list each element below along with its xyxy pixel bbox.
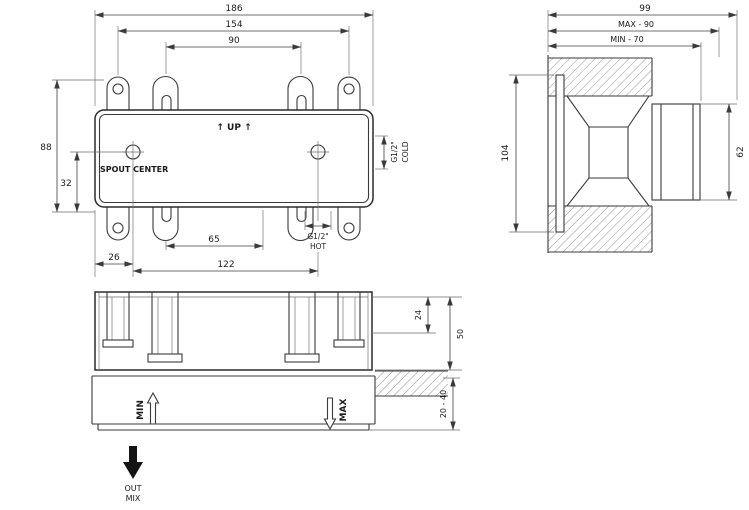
dim-88: 88 <box>40 143 52 153</box>
finished-wall-hatch <box>375 371 448 396</box>
mounting-tab <box>287 75 314 111</box>
dim-20-40: 20 - 40 <box>439 390 448 418</box>
dim-32: 32 <box>60 179 71 189</box>
mix-label: MIX <box>126 494 141 503</box>
cartridge-protrusion <box>651 103 701 201</box>
mounting-tabs-top <box>106 75 361 111</box>
mounting-tab <box>152 75 179 111</box>
dim-26: 26 <box>108 253 120 263</box>
recessed-body-cones <box>566 95 650 207</box>
out-label: OUT <box>124 484 141 493</box>
min-up-arrow-icon <box>146 391 160 425</box>
valve-back-plate <box>555 74 565 233</box>
cold-inlet-callout: G1/2" COLD <box>375 135 410 170</box>
dim-186: 186 <box>225 4 242 14</box>
spout-center-crosshair <box>122 141 144 163</box>
mounting-slot <box>161 206 172 223</box>
up-orientation-label: ↑ UP ↑ <box>216 123 251 133</box>
hot-thread-label: G1/2" <box>307 232 328 241</box>
mounting-tab <box>152 206 179 242</box>
spout-center-label: SPOUT CENTER <box>100 165 168 174</box>
max-label: MAX <box>339 399 349 422</box>
dim-90: 90 <box>228 36 240 46</box>
mounting-hole <box>112 222 124 234</box>
min-max-indicators: MIN MAX <box>136 391 349 431</box>
front-dimensions: 186 154 90 88 32 65 <box>40 4 374 277</box>
valve-body-outline <box>94 109 374 208</box>
bottom-view: 24 50 20 - 40 MIN MAX OUT MIX <box>91 291 465 503</box>
wall-hatch-bottom <box>548 206 652 252</box>
dim-62: 62 <box>736 146 746 157</box>
mounting-hole <box>343 222 355 234</box>
cold-inlet-crosshair <box>307 141 329 163</box>
dim-154: 154 <box>225 20 242 30</box>
dim-99: 99 <box>639 4 651 14</box>
front-view: ↑ UP ↑ SPOUT CENTER G1/2" COLD G1/2" HOT… <box>40 4 410 277</box>
cold-thread-label: G1/2" <box>390 141 399 162</box>
side-section-view: 99 MAX - 90 MIN - 70 104 62 <box>501 4 746 253</box>
out-mix-indicator: OUT MIX <box>123 446 143 503</box>
wall-hatch-top <box>548 58 652 96</box>
dim-max-90: MAX - 90 <box>618 20 654 29</box>
valve-body-inner-outline <box>98 113 370 204</box>
dim-65: 65 <box>208 235 219 245</box>
dim-50: 50 <box>456 329 465 339</box>
dim-min-70: MIN - 70 <box>610 35 643 44</box>
body-top-outline <box>94 291 373 371</box>
dim-104: 104 <box>501 144 511 161</box>
mounting-slot <box>296 94 307 111</box>
hot-inlet-callout: G1/2" HOT <box>304 211 332 251</box>
out-mix-arrow-icon <box>123 446 143 479</box>
hot-label: HOT <box>310 242 327 251</box>
mounting-slot <box>161 94 172 111</box>
mounting-hole <box>343 83 355 95</box>
dim-24: 24 <box>414 310 423 320</box>
cold-label: COLD <box>401 141 410 162</box>
bottom-dimensions: 24 50 20 - 40 <box>369 296 465 431</box>
fixing-brackets <box>102 292 365 363</box>
mounting-tabs-bottom <box>106 206 361 242</box>
mounting-hole <box>112 83 124 95</box>
mounting-tab <box>287 206 314 242</box>
dim-122: 122 <box>217 260 234 270</box>
mounting-slot <box>296 206 307 223</box>
min-label: MIN <box>136 400 146 420</box>
side-dimensions: 99 MAX - 90 MIN - 70 104 62 <box>501 4 746 233</box>
max-down-arrow-icon <box>323 397 337 431</box>
